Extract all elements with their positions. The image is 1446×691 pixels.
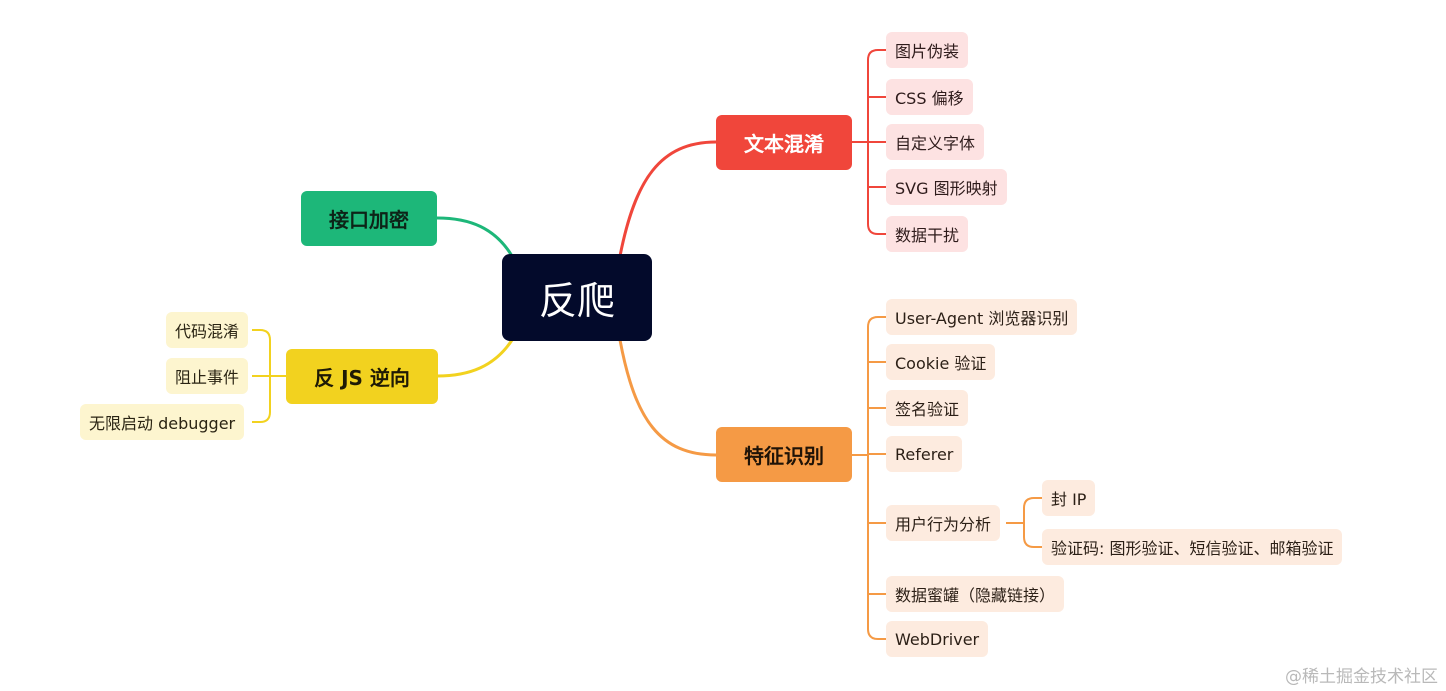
leaf-honeypot[interactable]: 数据蜜罐（隐藏链接）	[886, 576, 1065, 612]
watermark: @稀土掘金技术社区	[1285, 667, 1438, 687]
leaf-css-offset[interactable]: CSS 偏移	[886, 79, 973, 115]
leaf-cookie[interactable]: Cookie 验证	[886, 344, 996, 380]
topic-feature-detection[interactable]: 特征识别	[716, 427, 852, 482]
leaf-image-disguise[interactable]: 图片伪装	[886, 32, 969, 68]
leaf-svg-mapping[interactable]: SVG 图形映射	[886, 169, 1007, 205]
leaf-block-ip[interactable]: 封 IP	[1042, 480, 1096, 516]
leaf-block-events[interactable]: 阻止事件	[166, 358, 249, 394]
leaf-referer[interactable]: Referer	[886, 436, 963, 472]
leaf-infinite-debugger[interactable]: 无限启动 debugger	[80, 404, 245, 440]
leaf-user-agent[interactable]: User-Agent 浏览器识别	[886, 299, 1078, 335]
root-node[interactable]: 反爬	[502, 254, 652, 341]
topic-api-encryption[interactable]: 接口加密	[301, 191, 437, 246]
leaf-captcha[interactable]: 验证码: 图形验证、短信验证、邮箱验证	[1042, 529, 1343, 565]
leaf-signature[interactable]: 签名验证	[886, 390, 969, 426]
leaf-data-interference[interactable]: 数据干扰	[886, 216, 969, 252]
leaf-custom-font[interactable]: 自定义字体	[886, 124, 985, 160]
leaf-webdriver[interactable]: WebDriver	[886, 621, 989, 657]
topic-text-obfuscation[interactable]: 文本混淆	[716, 115, 852, 170]
topic-anti-js-reverse[interactable]: 反 JS 逆向	[286, 349, 438, 404]
leaf-user-behavior[interactable]: 用户行为分析	[886, 505, 1001, 541]
leaf-code-obfuscation[interactable]: 代码混淆	[166, 312, 249, 348]
